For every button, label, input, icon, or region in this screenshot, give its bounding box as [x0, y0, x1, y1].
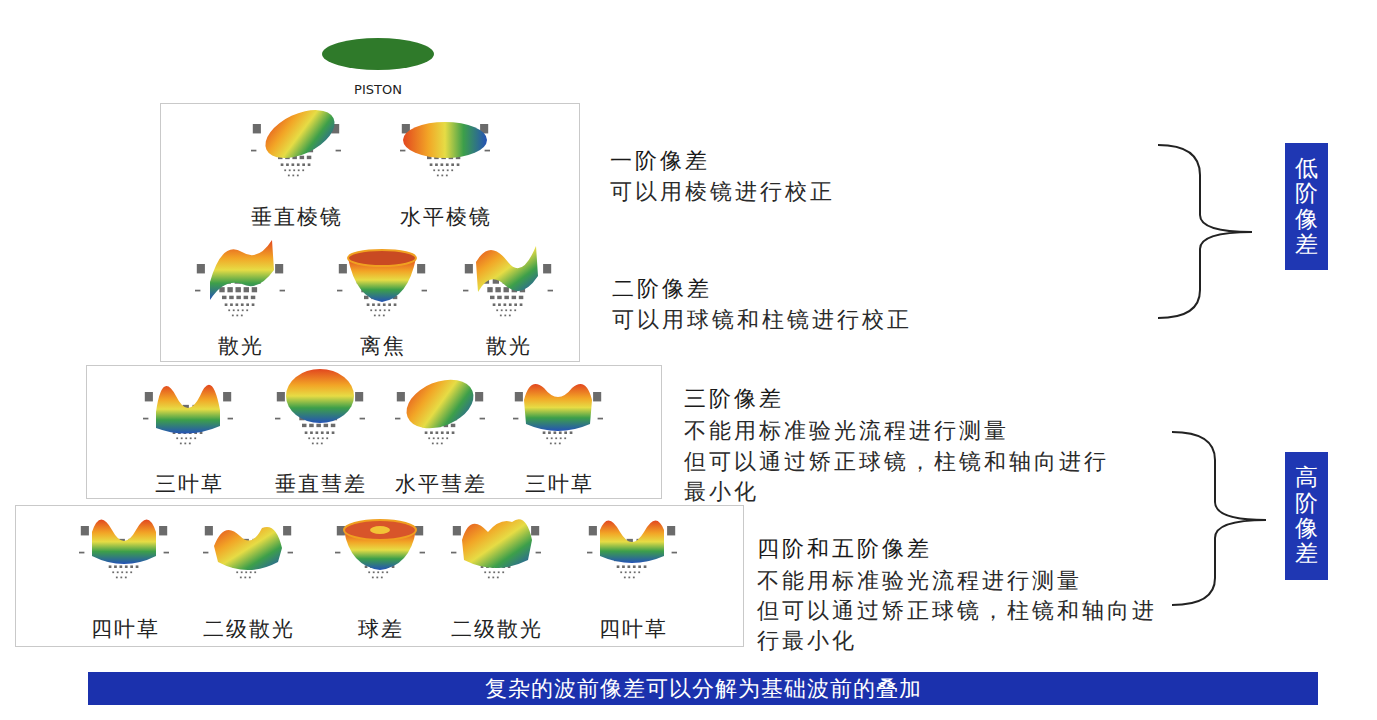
order-heading: 四阶和五阶像差: [757, 534, 932, 564]
order-note: 不能用标准验光流程进行测量: [757, 566, 1082, 596]
aberration-caption: 散光: [486, 334, 532, 358]
astigmatism-surface: [476, 246, 538, 292]
piston-surface: [322, 38, 434, 70]
secondary-astigmatism-surface: [214, 527, 282, 570]
aberration-caption: 四叶草: [599, 617, 668, 641]
order-note: 不能用标准验光流程进行测量: [684, 416, 1009, 446]
aberration-caption: 二级散光: [451, 617, 543, 641]
piston-node: PISTON: [300, 36, 456, 102]
aberration-caption: 水平彗差: [395, 472, 487, 496]
aberration-caption: 散光: [218, 334, 264, 358]
order-heading: 一阶像差: [610, 146, 710, 176]
eye-chart: [203, 526, 293, 578]
order-note: 但可以通过矫正球镜，柱镜和轴向进行最小化: [757, 596, 1162, 656]
order-box: 四叶草 二级散光 球差 二级散光 四叶草: [15, 505, 744, 647]
aberration-caption: 四叶草: [91, 617, 160, 641]
order-box: 垂直棱镜 水平棱镜散光 离焦 散光: [160, 103, 580, 362]
order-box: 三叶草 垂直彗差 水平彗差 三叶草: [86, 365, 662, 499]
vertical-prism-surface: [258, 100, 342, 168]
braces: [1158, 145, 1266, 605]
defocus-rim: [348, 250, 416, 266]
order-note: 可以用棱镜进行校正: [610, 177, 835, 207]
low-order-brace: [1158, 145, 1252, 318]
summary-text: 复杂的波前像差可以分解为基础波前的叠加: [485, 676, 922, 702]
spherical-rim: [344, 520, 416, 540]
high-order-brace: [1172, 432, 1266, 605]
summary-band: 复杂的波前像差可以分解为基础波前的叠加: [88, 672, 1318, 705]
aberration-caption: 离焦: [360, 334, 406, 358]
aberration-caption: 垂直彗差: [275, 472, 367, 496]
group-tag-text: 低阶像差: [1295, 156, 1318, 257]
aberration-caption: 球差: [358, 617, 404, 641]
order-heading: 二阶像差: [612, 274, 712, 304]
aberration-caption: 垂直棱镜: [251, 205, 343, 229]
quadrafoil-surface: [92, 519, 156, 564]
aberration-caption: 水平棱镜: [400, 205, 492, 229]
trefoil-surface: [524, 384, 592, 431]
vertical-coma-surface: [286, 369, 354, 423]
group-tag: 低阶像差: [1285, 143, 1328, 270]
piston-label: PISTON: [354, 82, 402, 98]
order-heading: 三阶像差: [684, 384, 784, 414]
order-note: 但可以通过矫正球镜，柱镜和轴向进行最小化: [684, 447, 1114, 507]
aberration-caption: 三叶草: [155, 472, 224, 496]
eye-charts: [79, 124, 677, 578]
horizontal-coma-surface: [399, 370, 480, 437]
aberration-caption: 二级散光: [203, 617, 295, 641]
order-note: 可以用球镜和柱镜进行校正: [612, 305, 912, 335]
trefoil-surface: [156, 385, 220, 434]
quadrafoil-surface: [600, 520, 664, 563]
wavefront-surfaces: [92, 100, 664, 570]
secondary-astigmatism-surface: [462, 519, 532, 568]
horizontal-prism-surface: [403, 122, 487, 158]
group-tag: 高阶像差: [1285, 452, 1328, 580]
astigmatism-surface: [210, 240, 274, 300]
group-tag-text: 高阶像差: [1295, 465, 1318, 566]
aberration-caption: 三叶草: [525, 472, 594, 496]
spherical-peak: [370, 526, 390, 534]
